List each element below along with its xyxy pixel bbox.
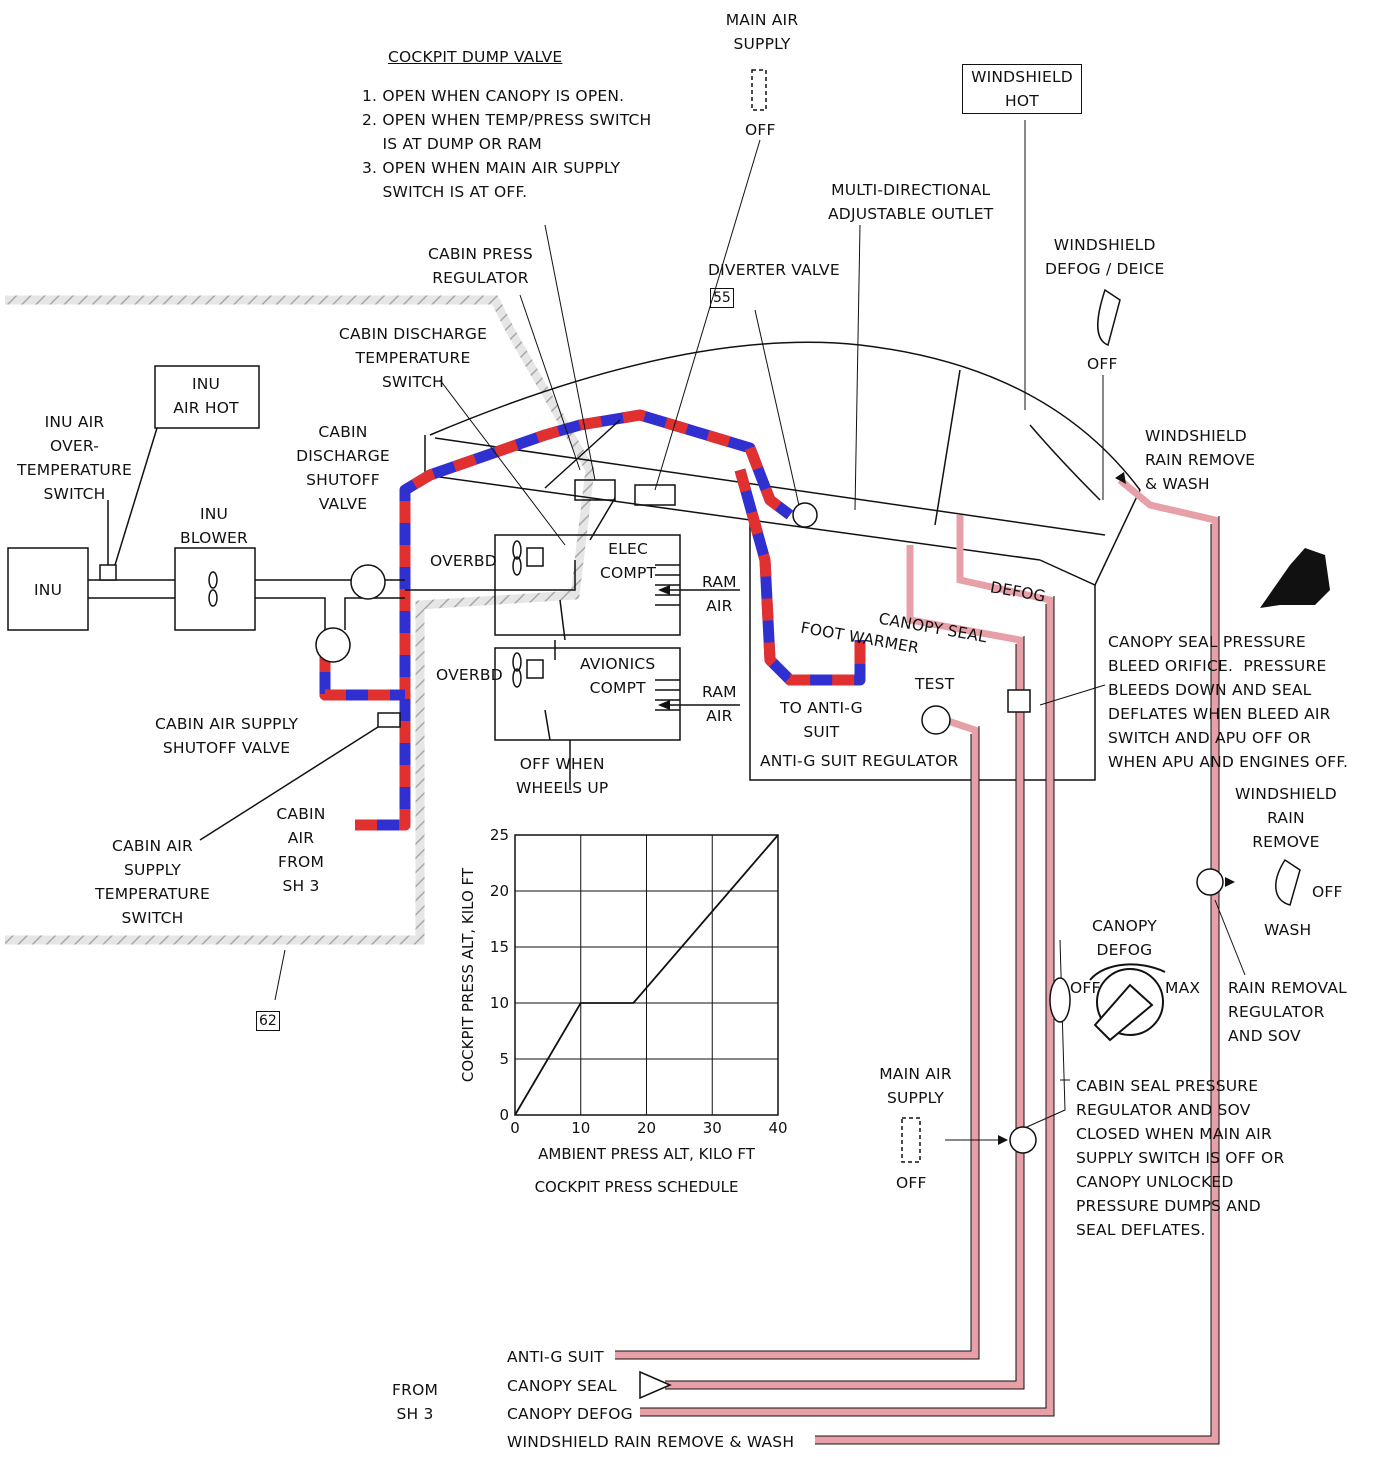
test-label: TEST	[915, 675, 955, 693]
avionics-compt-label: AVIONICS COMPT	[580, 655, 656, 697]
line-anti-g-label: ANTI-G SUIT	[507, 1348, 604, 1366]
cabin-discharge-shutoff-label: CABIN DISCHARGE SHUTOFF VALVE	[296, 423, 390, 513]
inu-label: INU	[34, 581, 63, 599]
compartments	[494, 419, 740, 790]
canopy-defog-knob-icon	[1089, 963, 1166, 1042]
off-wheels-up-label: OFF WHEN WHEELS UP	[516, 755, 609, 797]
x-tick-label: 40	[768, 1119, 787, 1137]
cockpit-dump-item-3: 3. OPEN WHEN MAIN AIR SUPPLY SWITCH IS A…	[362, 159, 621, 201]
canopy-defog-label: CANOPY DEFOG	[1092, 917, 1157, 959]
y-tick-label: 5	[499, 1050, 509, 1068]
canopy-defog-off-label: OFF	[1070, 979, 1101, 997]
windshield-rain-wash-label: WINDSHIELD RAIN REMOVE & WASH	[1145, 427, 1256, 493]
arrows	[658, 472, 1235, 1145]
diverter-ref-box: 55	[710, 288, 734, 308]
main-air-off-low-label: OFF	[896, 1174, 927, 1192]
overbd-label-2: OVERBD	[436, 666, 503, 684]
x-tick-label: 10	[571, 1119, 590, 1137]
line-windshield-label: WINDSHIELD RAIN REMOVE & WASH	[507, 1433, 795, 1451]
supply-lines	[615, 477, 1219, 1444]
rain-wash-label: WASH	[1264, 921, 1312, 939]
inu-ducts	[7, 365, 576, 841]
chart-title: COCKPIT PRESS SCHEDULE	[535, 1178, 739, 1196]
cabin-seal-reg-label: CABIN SEAL PRESSURE REGULATOR AND SOV CL…	[1076, 1077, 1285, 1239]
cabin-discharge-temp-label: CABIN DISCHARGE TEMPERATURE SWITCH	[338, 325, 488, 391]
to-anti-g-label: TO ANTI-G SUIT	[780, 699, 863, 741]
overbd-label-1: OVERBD	[430, 552, 497, 570]
switch-icons	[751, 69, 1301, 1163]
y-tick-label: 20	[490, 882, 509, 900]
leader-lines	[274, 120, 1246, 1141]
anti-g-regulator-label: ANTI-G SUIT REGULATOR	[760, 752, 959, 770]
hot-cold-ducts	[319, 409, 866, 831]
cabin-press-reg-label: CABIN PRESS REGULATOR	[428, 245, 533, 287]
elec-compt-label: ELEC COMPT	[600, 540, 657, 582]
cabin-air-supply-temp-label: CABIN AIR SUPPLY TEMPERATURE SWITCH	[95, 837, 210, 927]
main-air-off-top-label: OFF	[745, 121, 776, 139]
ram-air-label-2: RAM AIR	[702, 683, 737, 725]
windshield-hot-box: WINDSHIELD HOT	[962, 64, 1082, 114]
rain-reg-label: RAIN REMOVAL REGULATOR AND SOV	[1228, 979, 1347, 1045]
cabin-air-supply-shutoff-label: CABIN AIR SUPPLY SHUTOFF VALVE	[155, 715, 299, 757]
windshield-defog-off: OFF	[1087, 355, 1118, 373]
diverter-valve-label: DIVERTER VALVE	[708, 261, 840, 279]
cockpit-dump-title: COCKPIT DUMP VALVE	[388, 48, 563, 66]
canopy-bleed-label: CANOPY SEAL PRESSURE BLEED ORIFICE. PRES…	[1108, 633, 1349, 771]
x-tick-label: 20	[637, 1119, 656, 1137]
ram-air-label-1: RAM AIR	[702, 573, 737, 615]
canopy-defog-max-label: MAX	[1165, 979, 1201, 997]
cockpit-dump-item-1: 1. OPEN WHEN CANOPY IS OPEN.	[362, 87, 625, 105]
from-sh3-label: FROM SH 3	[392, 1381, 439, 1423]
multi-outlet-label: MULTI-DIRECTIONAL ADJUSTABLE OUTLET	[828, 181, 994, 223]
x-tick-label: 30	[703, 1119, 722, 1137]
line-canopy-defog-label: CANOPY DEFOG	[507, 1405, 633, 1423]
y-tick-label: 25	[490, 826, 509, 844]
inu-air-over-label: INU AIR OVER- TEMPERATURE SWITCH	[17, 413, 132, 503]
y-tick-label: 15	[490, 938, 509, 956]
hand-icon	[1260, 548, 1330, 608]
schedule-line	[514, 834, 779, 1116]
y-tick-label: 0	[499, 1106, 509, 1124]
blower-fan-icon	[208, 571, 218, 607]
main-air-supply-top-label: MAIN AIR SUPPLY	[725, 11, 799, 53]
main-air-supply-low-label: MAIN AIR SUPPLY	[879, 1065, 952, 1107]
overboard-fan-icon	[512, 540, 522, 688]
inu-air-hot-box: INU AIR HOT	[173, 375, 239, 417]
windshield-rain-remove-label: WINDSHIELD RAIN REMOVE	[1235, 785, 1337, 851]
y-axis-label: COCKPIT PRESS ALT, KILO FT	[459, 867, 477, 1082]
windshield-defog-label: WINDSHIELD DEFOG / DEICE	[1045, 236, 1165, 278]
cabin-air-from-label: CABIN AIR FROM SH 3	[276, 805, 326, 895]
x-axis-label: AMBIENT PRESS ALT, KILO FT	[538, 1145, 756, 1163]
ref-62-box: 62	[256, 1011, 280, 1031]
inu-blower-label: INU BLOWER	[179, 505, 248, 547]
y-tick-label: 10	[490, 994, 509, 1012]
valves	[639, 502, 1224, 1400]
rain-off-label: OFF	[1312, 883, 1343, 901]
x-tick-label: 0	[510, 1119, 520, 1137]
cockpit-dump-item-2: 2. OPEN WHEN TEMP/PRESS SWITCH IS AT DUM…	[362, 111, 652, 153]
line-canopy-seal-label: CANOPY SEAL	[507, 1377, 617, 1395]
compartment-boundary	[5, 295, 595, 945]
